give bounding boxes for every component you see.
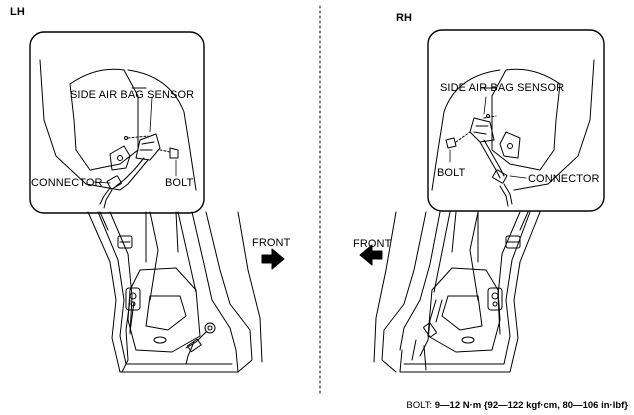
lh-side-label: LH: [10, 6, 25, 18]
rh-illustration: [359, 29, 605, 373]
lh-pillar-structure: [87, 211, 263, 373]
lh-bolt-label: BOLT: [165, 177, 194, 189]
lh-callout-frame: [29, 31, 205, 214]
rh-side-label: RH: [396, 12, 413, 24]
lh-connector-label: CONNECTOR: [31, 177, 103, 189]
rh-detail: [431, 59, 595, 207]
lh-detail: [39, 59, 197, 209]
rh-connector-label: CONNECTOR: [528, 173, 600, 185]
rh-sensor-label: SIDE AIR BAG SENSOR: [440, 82, 565, 94]
rh-pillar-structure: [373, 211, 541, 373]
rh-front-arrow: [359, 244, 383, 266]
torque-spec-value: 9—12 N·m {92—122 kgf·cm, 80—106 in·lbf}: [434, 400, 628, 411]
torque-spec-label: BOLT:: [406, 400, 433, 411]
rh-callout-frame: [427, 29, 605, 212]
lh-sensor-label: SIDE AIR BAG SENSOR: [70, 89, 195, 101]
rh-bolt-label: BOLT: [437, 167, 466, 179]
torque-spec: BOLT: 9—12 N·m {92—122 kgf·cm, 80—106 in…: [406, 400, 628, 411]
lh-front-label: FRONT: [252, 237, 291, 249]
lh-illustration: [29, 31, 285, 373]
lh-front-arrow: [261, 248, 285, 270]
rh-front-label: FRONT: [353, 238, 392, 250]
